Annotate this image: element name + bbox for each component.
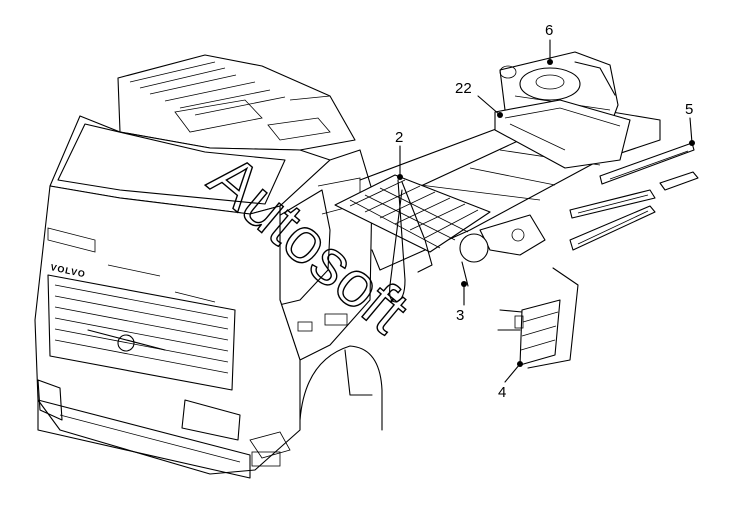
step-boards bbox=[569, 142, 699, 251]
callout-4: 4 bbox=[498, 384, 506, 401]
truck-cab bbox=[34, 54, 383, 479]
side-step-ladder bbox=[497, 267, 579, 369]
callout-3: 3 bbox=[456, 307, 464, 324]
mounting-plate bbox=[494, 99, 631, 169]
callout-5: 5 bbox=[685, 101, 693, 118]
leader-lines bbox=[397, 39, 695, 383]
callout-6: 6 bbox=[545, 22, 553, 39]
callout-2: 2 bbox=[395, 129, 403, 146]
callout-22: 22 bbox=[455, 80, 472, 97]
grab-handle bbox=[389, 179, 489, 303]
